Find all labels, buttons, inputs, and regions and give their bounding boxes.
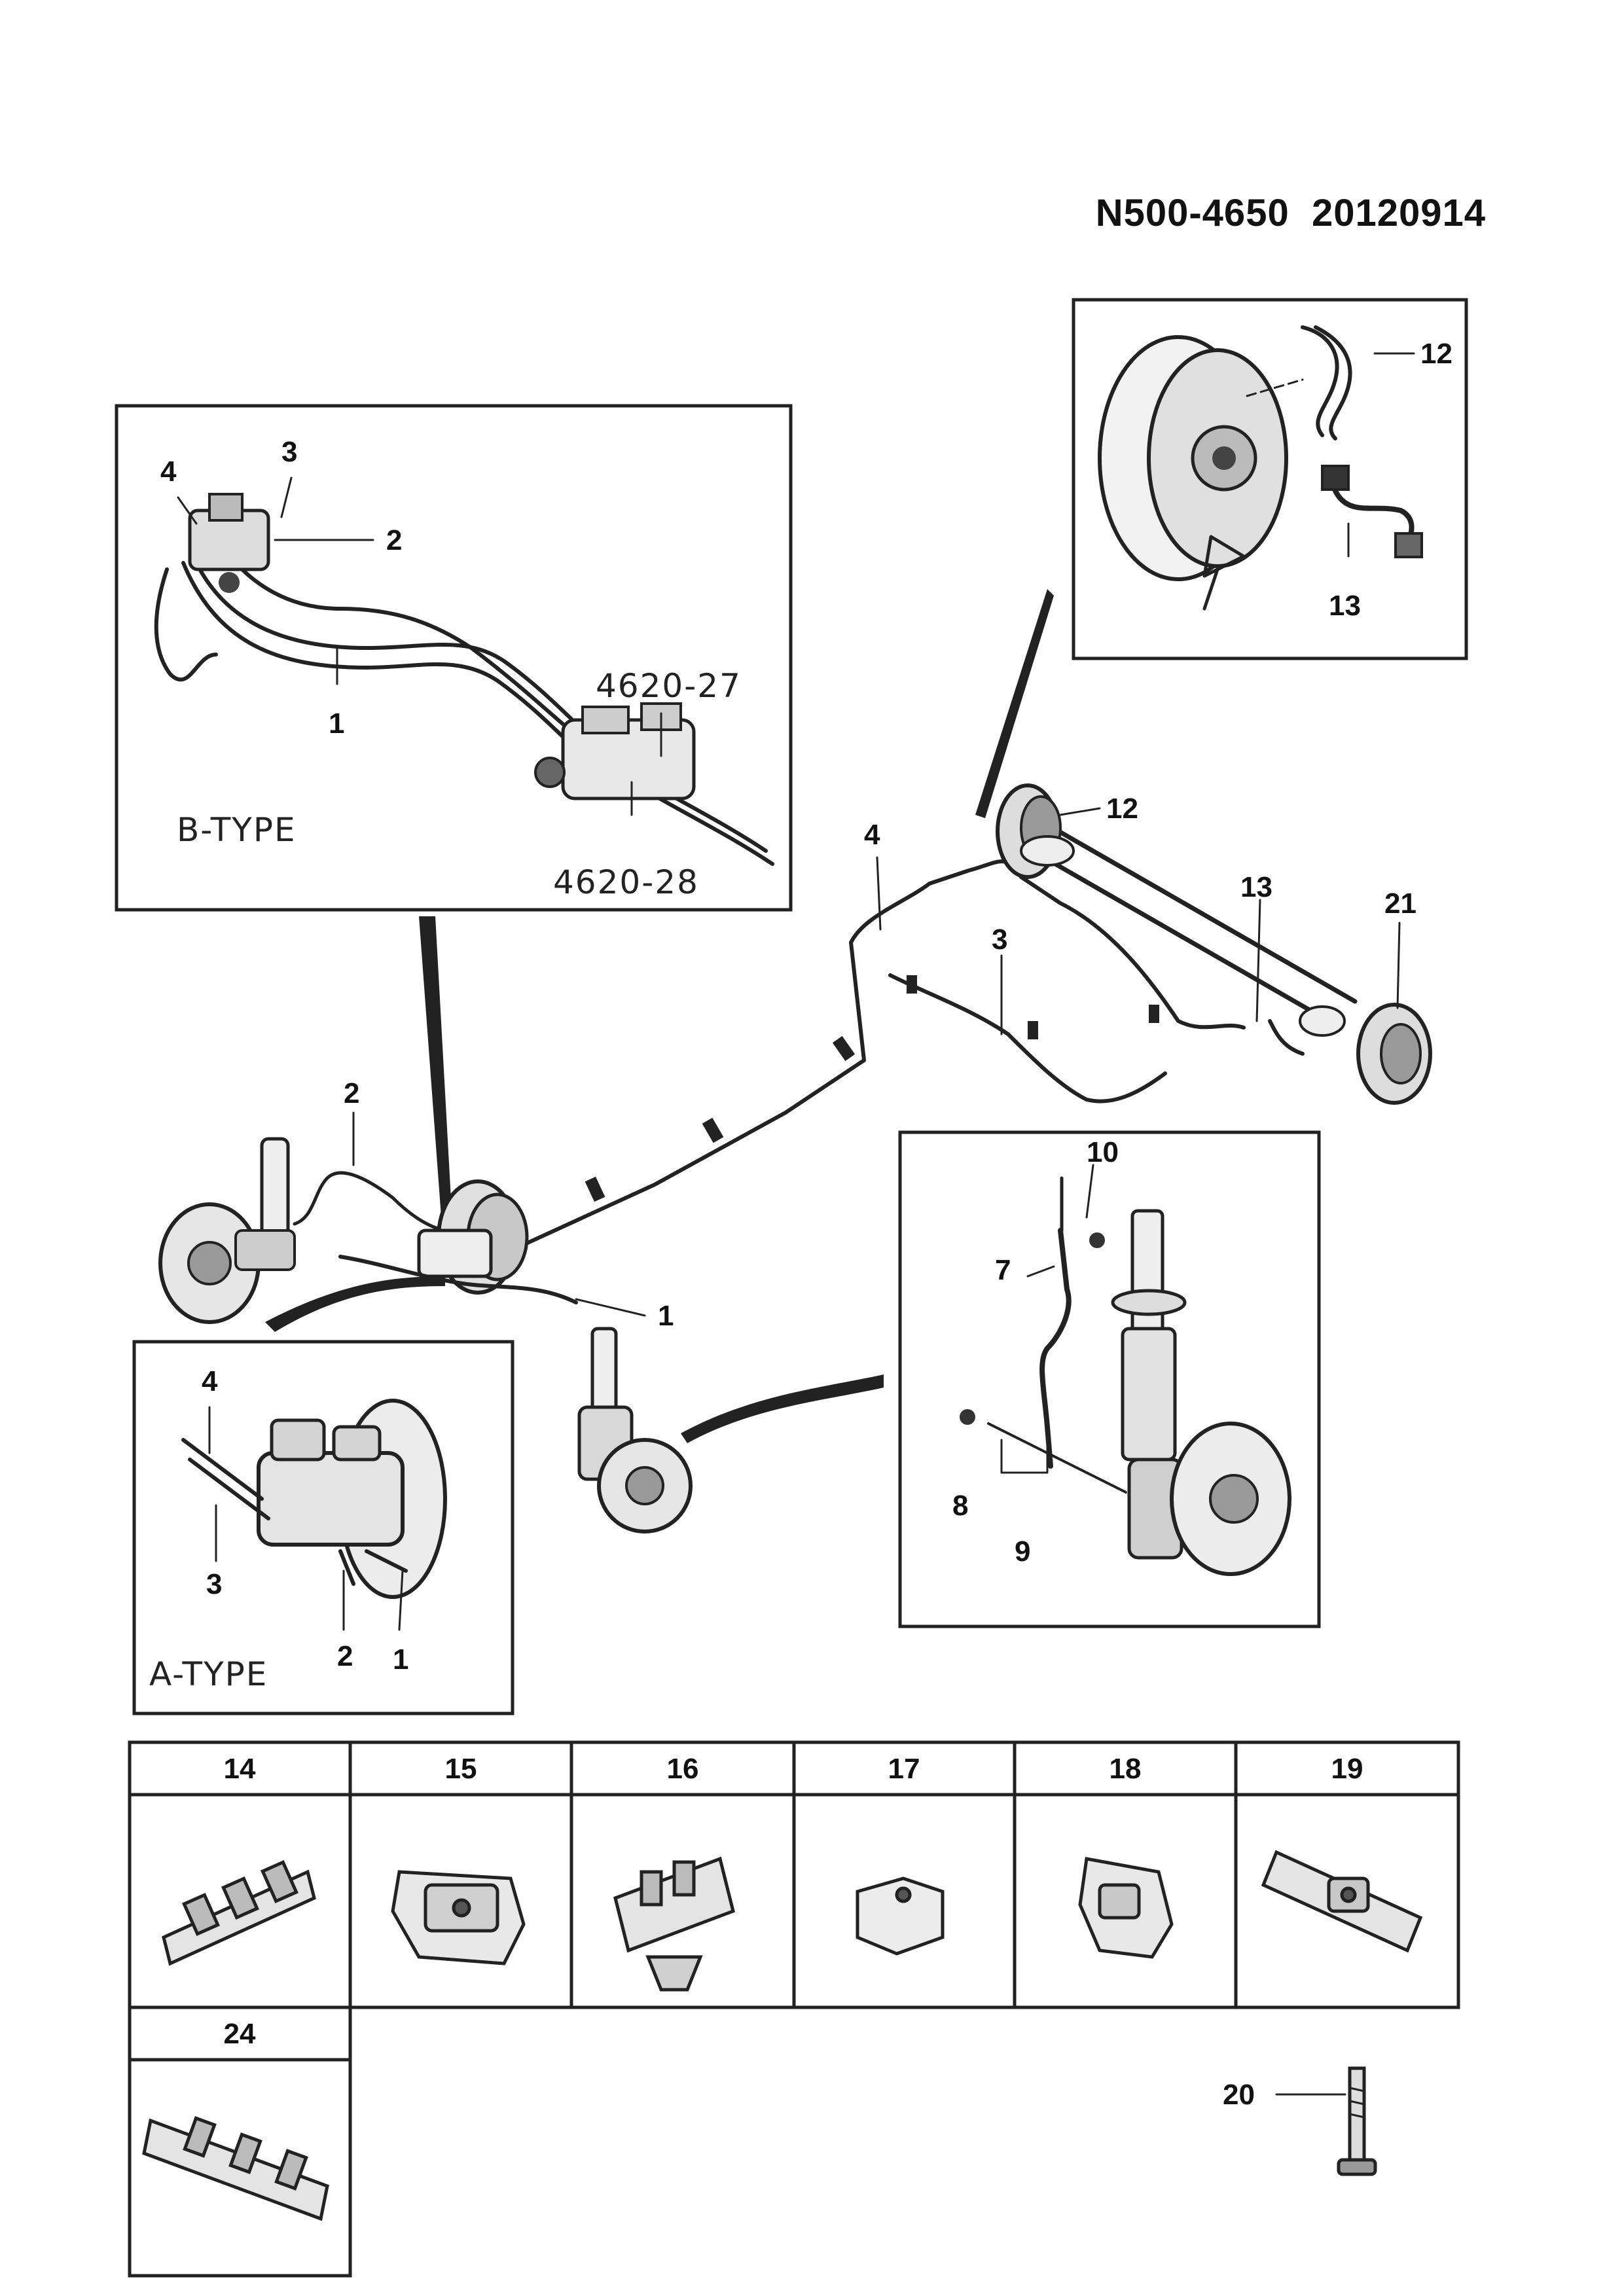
a-type-callout-2: 2: [337, 1640, 353, 1672]
clip-15-header: 15: [445, 1753, 477, 1785]
b-type-callout-4: 4: [160, 456, 177, 488]
b-type-ref-4620-27: 4620-27: [596, 667, 742, 705]
a-type-callout-4: 4: [202, 1365, 218, 1397]
front-left-brake-icon: [158, 1137, 473, 1324]
pointer-to-rear-drum: [975, 589, 1054, 818]
clip-24-icon: [142, 2116, 329, 2221]
rear-drum-frame: [1072, 298, 1468, 660]
pointer-to-a-type: [265, 1276, 445, 1332]
a-type-callout-3: 3: [206, 1568, 222, 1600]
front-strut-callout-9: 9: [1015, 1535, 1030, 1568]
b-type-callout-3: 3: [281, 436, 297, 468]
a-type-brake-lines-icon: [181, 1438, 408, 1586]
rear-hose-12-icon: [1301, 325, 1352, 440]
rear-pipe-13-icon: [1321, 465, 1423, 558]
front-cross-line-icon: [338, 1255, 578, 1304]
a-type-callout-1: 1: [393, 1643, 408, 1676]
clip-15-icon: [391, 1870, 526, 1965]
a-type-master-cylinder-icon: [257, 1399, 447, 1599]
main-callout-2: 2: [344, 1077, 359, 1109]
front-strut-inset: 10 7 8 9: [898, 1130, 1321, 1628]
brake-booster-icon: [417, 1179, 529, 1295]
rear-drum-callout-13: 13: [1329, 590, 1361, 622]
b-type-inset: 4 3 2 1 4620-27 4620-28 B-TYPE: [115, 404, 793, 912]
pipe-clips-main: [585, 975, 1159, 1202]
a-type-leader-lines: [208, 1406, 404, 1631]
front-strut-callout-10: 10: [1087, 1136, 1119, 1168]
front-hose-icon: [960, 1176, 1127, 1494]
front-strut-callout-8: 8: [952, 1490, 968, 1522]
rear-drum-leader-lines: [1246, 352, 1415, 558]
drawing-header: N500-4650 20120914: [1034, 191, 1486, 235]
b-type-leader-lines: [177, 476, 662, 816]
clip-17-header: 17: [888, 1753, 920, 1785]
strut-assembly-icon: [1111, 1209, 1291, 1576]
rear-drum-callout-12: 12: [1420, 338, 1453, 370]
main-leader-lines: [352, 807, 1401, 1317]
b-type-master-cylinder-icon: [534, 702, 696, 800]
clip-14-header: 14: [224, 1753, 256, 1785]
main-callout-13: 13: [1240, 871, 1272, 903]
a-type-label: A-TYPE: [149, 1655, 268, 1693]
a-type-frame: [132, 1340, 514, 1715]
clip-24-header: 24: [224, 2018, 256, 2050]
front-strut-frame: [898, 1130, 1321, 1628]
pointer-to-front-strut: [681, 1374, 884, 1443]
main-callout-12: 12: [1106, 793, 1138, 825]
bolt-icon: [1337, 2066, 1377, 2176]
a-type-inset: 4 3 2 1 A-TYPE: [132, 1340, 514, 1715]
clip-19-header: 19: [1331, 1753, 1363, 1785]
b-type-ref-4620-28: 4620-28: [553, 863, 699, 901]
rear-axle-icon: [996, 783, 1432, 1105]
clip-16-header: 16: [667, 1753, 699, 1785]
main-callout-3: 3: [992, 924, 1007, 956]
drum-brake-icon: [1098, 335, 1288, 611]
front-strut-callout-7: 7: [995, 1254, 1011, 1286]
main-callout-1: 1: [658, 1300, 674, 1332]
main-callout-4: 4: [864, 819, 880, 851]
drawing-code: N500-4650: [1095, 192, 1290, 234]
drawing-date: 20120914: [1311, 192, 1486, 234]
b-type-brake-lines-icon: [154, 535, 774, 866]
main-assembly: 2 1 4 3 12 13 21: [158, 589, 1432, 1534]
front-strut-leader-lines: [1000, 1164, 1094, 1474]
clip-18-icon: [1078, 1857, 1174, 1959]
main-callout-21: 21: [1384, 888, 1416, 920]
bolt-callout-20: 20: [1223, 2079, 1255, 2111]
clip-14-icon: [162, 1859, 316, 1966]
clip-17-icon: [856, 1876, 945, 1956]
b-type-valve-block-icon: [188, 493, 270, 593]
clip-16-icon: [613, 1856, 735, 1992]
clip-19-icon: [1261, 1850, 1423, 1953]
b-type-label: B-TYPE: [177, 811, 297, 849]
front-right-brake-icon: [577, 1327, 693, 1534]
pointer-to-b-type: [419, 916, 455, 1270]
bolt-20: 20: [1223, 2066, 1377, 2176]
clips-table: 14 15 16 17 18 19 24: [128, 1740, 1460, 2278]
clip-18-header: 18: [1110, 1753, 1142, 1785]
b-type-callout-2: 2: [386, 524, 402, 556]
b-type-frame: [115, 404, 793, 912]
b-type-callout-1: 1: [329, 708, 344, 740]
rear-drum-inset: 12 13: [1072, 298, 1468, 660]
